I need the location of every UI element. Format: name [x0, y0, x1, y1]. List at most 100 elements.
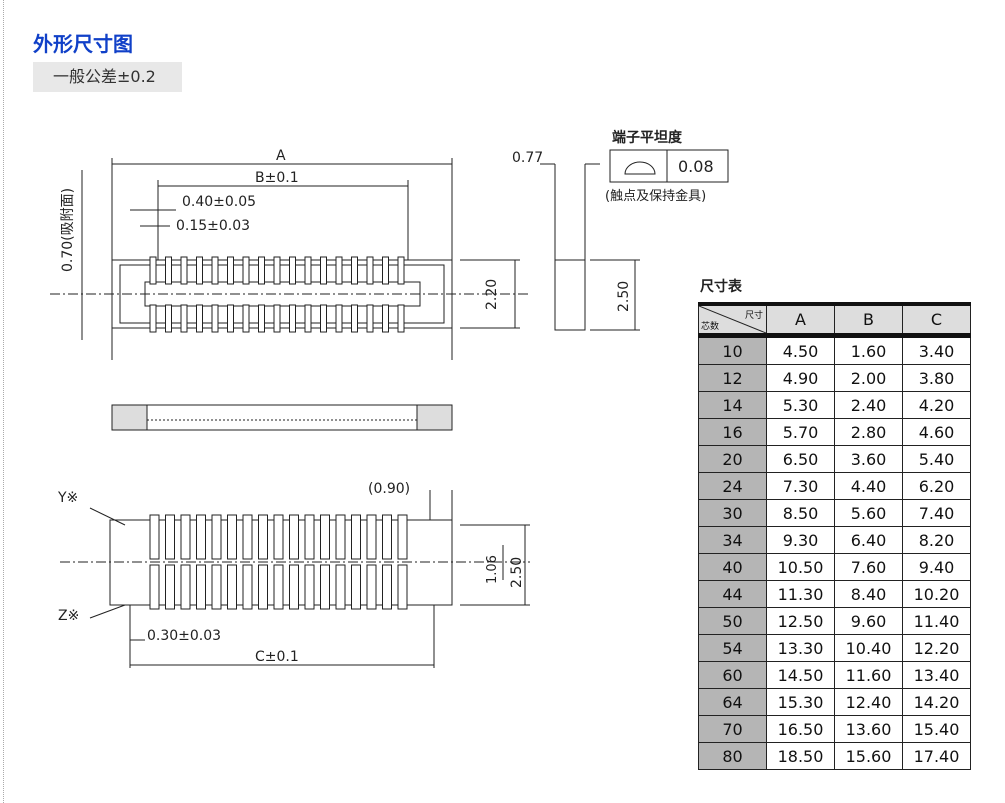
pin-count-cell: 14: [698, 391, 767, 419]
dimension-cell: 10.40: [834, 634, 903, 662]
pin: [273, 514, 284, 560]
pin: [165, 564, 175, 610]
pin-count-cell: 34: [698, 526, 767, 554]
top-view: [50, 158, 530, 360]
dim-030: 0.30±0.03: [147, 628, 221, 644]
page-border: [3, 0, 4, 803]
pin: [180, 514, 191, 560]
dimension-cell: 15.60: [834, 742, 903, 770]
dimension-cell: 14.50: [766, 661, 835, 689]
dimension-cell: 6.50: [766, 445, 835, 473]
dimension-cell: 8.50: [766, 499, 835, 527]
dimension-cell: 13.60: [834, 715, 903, 743]
pin: [289, 514, 299, 560]
dimension-cell: 17.40: [902, 742, 971, 770]
pin: [165, 304, 172, 333]
dim-c: C±0.1: [255, 649, 299, 665]
dimension-cell: 2.00: [834, 364, 903, 392]
pin: [165, 514, 175, 560]
dimension-cell: 3.40: [902, 335, 971, 365]
pin: [382, 304, 389, 333]
pin: [149, 304, 157, 333]
pin-count-cell: 10: [698, 335, 767, 365]
pin: [351, 514, 361, 560]
pin: [258, 256, 265, 285]
side-view: [540, 149, 729, 331]
pin: [397, 256, 405, 285]
pin: [227, 514, 237, 560]
dimension-cell: 7.60: [834, 553, 903, 581]
dimension-cell: 8.20: [902, 526, 971, 554]
pin-count-cell: 60: [698, 661, 767, 689]
pin: [289, 304, 296, 333]
pin: [242, 256, 250, 285]
pin: [366, 256, 374, 285]
dimension-cell: 6.20: [902, 472, 971, 500]
pin: [397, 304, 405, 333]
pin: [382, 514, 392, 560]
pin: [351, 564, 361, 610]
pin: [351, 256, 358, 285]
pin-count-cell: 64: [698, 688, 767, 716]
dimension-cell: 11.30: [766, 580, 835, 608]
dim-suction: 0.70(吸附面): [60, 188, 76, 272]
pin: [289, 564, 299, 610]
pin: [196, 304, 203, 333]
pin: [273, 564, 284, 610]
pin: [227, 564, 237, 610]
dimension-cell: 11.60: [834, 661, 903, 689]
dimension-cell: 15.30: [766, 688, 835, 716]
pin: [211, 256, 219, 285]
pin: [304, 304, 312, 333]
pin: [196, 564, 206, 610]
pin-count-cell: 54: [698, 634, 767, 662]
dimension-cell: 10.20: [902, 580, 971, 608]
flatness-title: 端子平坦度: [612, 129, 683, 146]
pin-count-cell: 80: [698, 742, 767, 770]
pin: [397, 564, 408, 610]
mark-y: Y※: [57, 490, 78, 506]
dimension-cell: 9.60: [834, 607, 903, 635]
pin-count-cell: 70: [698, 715, 767, 743]
dimension-cell: 4.20: [902, 391, 971, 419]
corner-top: 尺寸: [744, 311, 763, 321]
dimension-cell: 4.50: [766, 335, 835, 365]
dimension-cell: 15.40: [902, 715, 971, 743]
pin: [180, 256, 188, 285]
dim-250b: 2.50: [509, 557, 525, 588]
pin: [397, 514, 408, 560]
dimension-cell: 4.90: [766, 364, 835, 392]
dimension-cell: 9.30: [766, 526, 835, 554]
pin: [242, 304, 250, 333]
pin: [289, 256, 296, 285]
dimension-cell: 11.40: [902, 607, 971, 635]
dimension-cell: 2.40: [834, 391, 903, 419]
dim-077: 0.77: [512, 150, 543, 166]
dimension-cell: 9.40: [902, 553, 971, 581]
dimension-cell: 12.20: [902, 634, 971, 662]
pin: [320, 514, 330, 560]
pin: [149, 256, 157, 285]
dimension-cell: 8.40: [834, 580, 903, 608]
pin: [258, 514, 268, 560]
flatness-value: 0.08: [678, 157, 714, 176]
pin: [320, 256, 327, 285]
pin: [320, 304, 327, 333]
pin: [273, 304, 281, 333]
pin: [180, 564, 191, 610]
header-c: C: [902, 303, 971, 338]
dimension-cell: 10.50: [766, 553, 835, 581]
pin: [242, 514, 253, 560]
dimension-cell: 5.70: [766, 418, 835, 446]
dim-250: 2.50: [616, 281, 632, 312]
pin-count-cell: 20: [698, 445, 767, 473]
dim-220: 2.20: [484, 279, 500, 310]
